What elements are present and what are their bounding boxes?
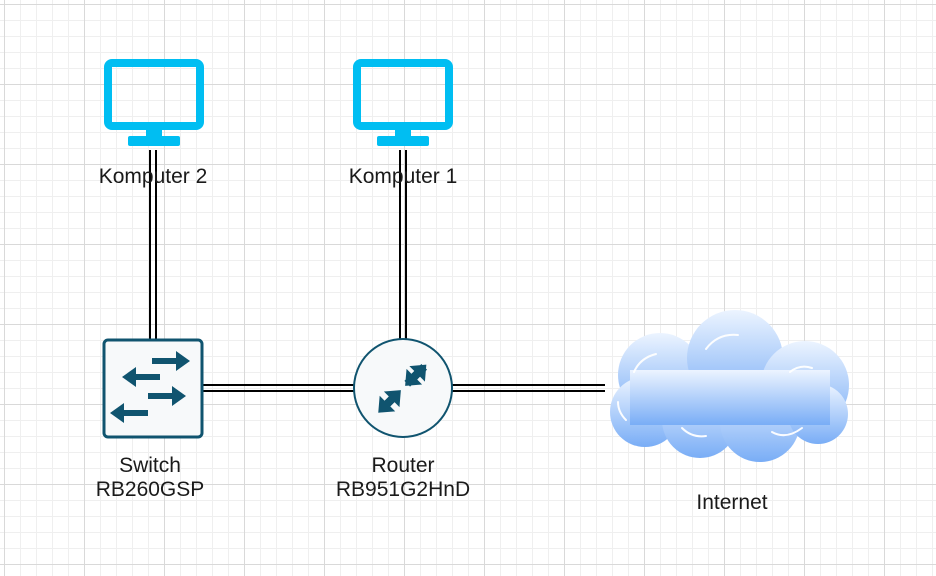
monitor-icon xyxy=(104,59,204,146)
link-router-internet xyxy=(452,384,605,392)
link-computer1-router xyxy=(399,150,407,340)
computer-2-label: Komputer 2 xyxy=(73,165,233,189)
link-switch-router xyxy=(202,384,354,392)
router-node[interactable] xyxy=(353,338,453,438)
internet-node[interactable] xyxy=(610,310,849,462)
computer-1-label: Komputer 1 xyxy=(323,165,483,189)
switch-icon xyxy=(102,338,204,439)
monitor-icon xyxy=(353,59,453,146)
internet-label: Internet xyxy=(652,491,812,515)
switch-label-line2: RB260GSP xyxy=(95,478,205,501)
switch-label: Switch RB260GSP xyxy=(70,454,230,502)
computer-2-label-text: Komputer 2 xyxy=(98,165,208,188)
internet-label-text: Internet xyxy=(696,491,768,514)
computer-1-node[interactable] xyxy=(353,59,453,146)
computer-2-node[interactable] xyxy=(104,59,204,146)
router-label: Router RB951G2HnD xyxy=(313,454,493,502)
switch-node[interactable] xyxy=(102,338,204,439)
router-label-line2: RB951G2HnD xyxy=(335,478,471,501)
router-icon xyxy=(353,338,453,438)
link-computer2-switch xyxy=(149,150,157,340)
router-label-line1: Router xyxy=(371,454,435,477)
switch-label-line1: Switch xyxy=(119,454,181,477)
cloud-icon xyxy=(610,310,849,462)
computer-1-label-text: Komputer 1 xyxy=(348,165,458,188)
